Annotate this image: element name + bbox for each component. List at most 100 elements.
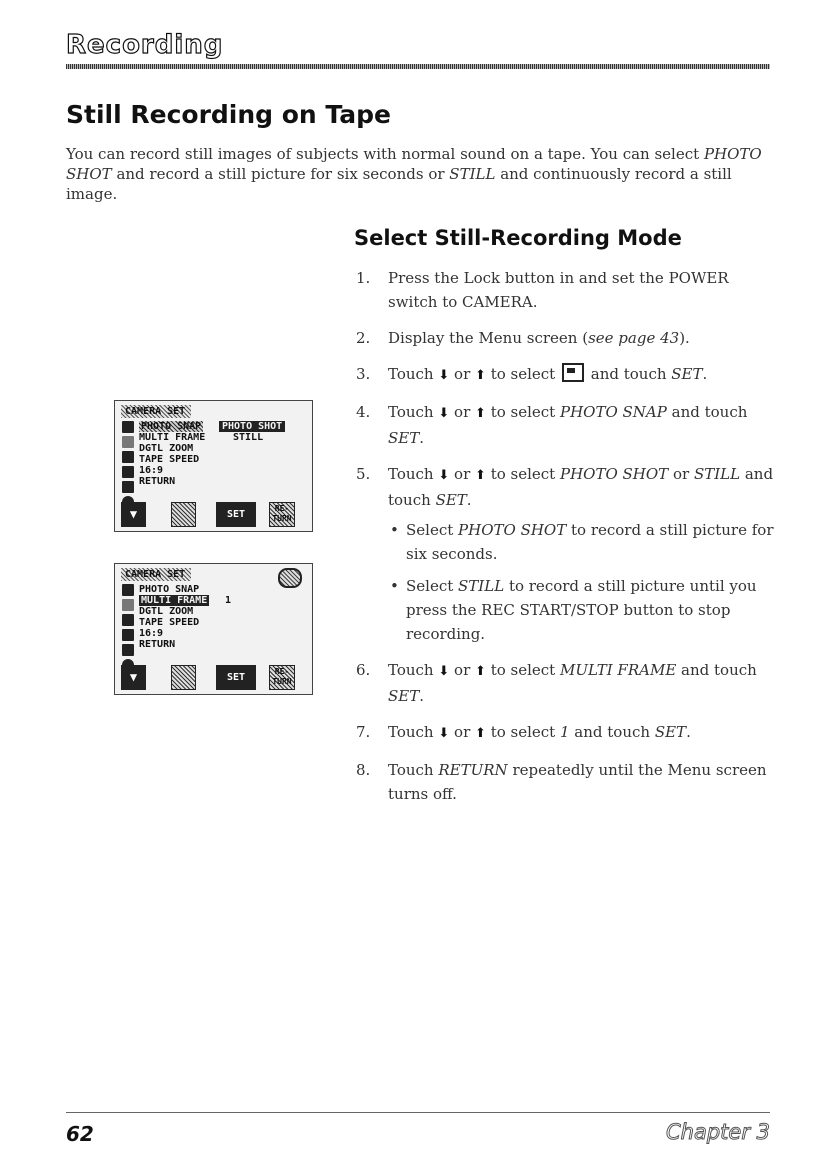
- step-number: 2.: [356, 329, 371, 347]
- step-number: 8.: [356, 761, 371, 779]
- step-text: Touch: [388, 661, 439, 679]
- step-text: repeatedly until the Menu screen turns o…: [388, 761, 767, 803]
- step-text: or: [449, 723, 476, 741]
- camera-icon: [122, 584, 134, 596]
- menu-option-term: MULTI FRAME: [559, 661, 677, 679]
- lcd-row: DGTL ZOOM: [139, 606, 308, 617]
- down-arrow-button[interactable]: ▼: [121, 665, 146, 690]
- step: 6. Touch ⬇ or ⬆ to select MULTI FRAME an…: [354, 658, 774, 708]
- down-arrow-button[interactable]: ▼: [121, 502, 146, 527]
- up-arrow-button[interactable]: [171, 502, 196, 527]
- step-text: and touch: [585, 365, 672, 383]
- step-text: Touch: [388, 761, 439, 779]
- step: 7. Touch ⬇ or ⬆ to select 1 and touch SE…: [354, 720, 774, 746]
- lcd-menu: PHOTO SNAP MULTI FRAME 1 DGTL ZOOM TAPE …: [139, 584, 308, 650]
- arrow-down-icon: ▼: [129, 670, 138, 684]
- step-text: .: [702, 365, 708, 383]
- bullet-item: • Select PHOTO SHOT to record a still pi…: [388, 518, 774, 566]
- step-text: or: [449, 465, 476, 483]
- lcd-row: RETURN: [139, 476, 308, 487]
- header-rule: [66, 64, 770, 69]
- down-arrow-icon: ⬇: [438, 726, 450, 741]
- step: 8. Touch RETURN repeatedly until the Men…: [354, 758, 774, 806]
- return-button[interactable]: RE-TURN: [269, 502, 295, 527]
- step-text: and touch: [569, 723, 655, 741]
- step-text: or: [449, 661, 476, 679]
- arrow-down-icon: ▼: [129, 507, 138, 521]
- lcd-menu-icons: [122, 584, 134, 689]
- lcd-row: 16:9: [139, 628, 308, 639]
- lcd-row: PHOTO SNAP: [139, 584, 308, 595]
- step-number: 1.: [356, 269, 371, 287]
- step: 1. Press the Lock button in and set the …: [354, 266, 774, 314]
- step-text: to select: [485, 465, 560, 483]
- tape-icon: [122, 466, 134, 478]
- step-text: .: [686, 723, 691, 741]
- tape-icon: [122, 629, 134, 641]
- bullet-text: Select: [406, 577, 459, 595]
- lcd-item: TAPE SPEED: [139, 454, 200, 465]
- camera-set-menu-icon: [561, 363, 584, 382]
- menu-option-term: PHOTO SHOT: [559, 465, 669, 483]
- set-button[interactable]: SET: [216, 665, 256, 690]
- bullet-text: to record a still picture until you pres…: [406, 577, 757, 643]
- step-text: Touch: [388, 365, 439, 383]
- up-arrow-button[interactable]: [171, 665, 196, 690]
- lcd-row: 16:9: [139, 465, 308, 476]
- menu-option-term: STILL: [693, 465, 741, 483]
- set-button[interactable]: SET: [216, 502, 256, 527]
- lcd-menu: PHOTO SNAP PHOTO SHOT MULTI FRAME STILL …: [139, 421, 308, 487]
- up-arrow-icon: ⬆: [475, 468, 486, 483]
- lcd-button-bar: ▼ SET RE-TURN: [119, 665, 308, 690]
- lcd-item: DGTL ZOOM: [139, 606, 194, 617]
- intro-text-3: and continuously record a still image.: [66, 165, 732, 203]
- intro-photo-shot: PHOTO SHOT: [66, 145, 762, 183]
- menu-option-term: 1: [559, 723, 570, 741]
- lcd-row: MULTI FRAME 1: [139, 595, 308, 606]
- intro-still: STILL: [449, 165, 496, 183]
- photo-icon: [122, 436, 134, 448]
- step-text: to select: [485, 723, 560, 741]
- lcd-item: 16:9: [139, 628, 164, 639]
- up-arrow-icon: ⬆: [475, 368, 486, 383]
- step-bullets: • Select PHOTO SHOT to record a still pi…: [388, 518, 774, 646]
- zoom-icon: [122, 451, 134, 463]
- status-badge-icon: [278, 568, 302, 588]
- lcd-title: CAMERA SET: [121, 568, 191, 581]
- step-text: Touch: [388, 723, 439, 741]
- up-arrow-icon: ⬆: [475, 726, 486, 741]
- intro-text-1: You can record still images of subjects …: [66, 145, 700, 163]
- up-arrow-icon: ⬆: [475, 406, 486, 421]
- down-arrow-icon: ⬇: [438, 406, 450, 421]
- up-arrow-icon: ⬆: [475, 664, 486, 679]
- menu-option-term: PHOTO SHOT: [458, 521, 567, 539]
- step-text: .: [419, 687, 425, 705]
- step-text: .: [466, 491, 472, 509]
- page-reference: see page 43: [588, 329, 680, 347]
- step-text: or: [449, 365, 476, 383]
- step-text: Touch: [388, 403, 439, 421]
- return-button[interactable]: RE-TURN: [269, 665, 295, 690]
- step-text: Display the Menu screen (: [388, 329, 589, 347]
- step-text: and touch: [676, 661, 757, 679]
- lcd-item: RETURN: [139, 476, 176, 487]
- step-text: and touch: [388, 465, 774, 509]
- bullet-text: Select: [406, 521, 459, 539]
- step-text: to select: [485, 661, 560, 679]
- step: 3. Touch ⬇ or ⬆ to select and touch SET.: [354, 362, 774, 388]
- lcd-row: MULTI FRAME STILL: [139, 432, 308, 443]
- step-text: Press the Lock button in and set the POW…: [388, 269, 729, 311]
- down-arrow-icon: ⬇: [438, 468, 450, 483]
- lcd-screen-photo-shot: CAMERA SET PHOTO SNAP PHOTO SHOT MULTI F…: [114, 400, 313, 532]
- set-term: SET: [388, 429, 420, 447]
- lcd-button-bar: ▼ SET RE-TURN: [119, 502, 308, 527]
- menu-option-term: RETURN: [438, 761, 508, 779]
- step-number: 5.: [356, 465, 371, 483]
- lcd-item: 16:9: [139, 465, 164, 476]
- bullet-dot: •: [390, 577, 399, 595]
- lcd-item: MULTI FRAME: [139, 432, 206, 443]
- lcd-item: PHOTO SNAP: [139, 421, 204, 432]
- set-term: SET: [435, 491, 467, 509]
- menu-option-term: PHOTO SNAP: [559, 403, 667, 421]
- down-arrow-icon: ⬇: [438, 368, 450, 383]
